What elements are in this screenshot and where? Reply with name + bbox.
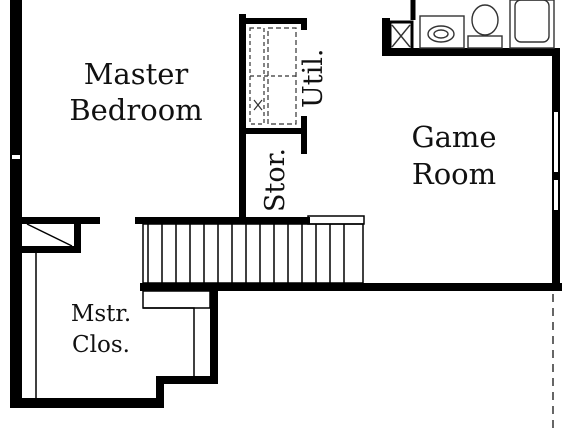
closet-door-jamb <box>74 217 81 253</box>
vanity <box>419 15 465 49</box>
game-room-label-line1: Game <box>411 120 496 154</box>
master-bedroom-label-line1: Master <box>84 57 189 91</box>
storage-label: Stor. <box>260 148 291 212</box>
utility-fixtures <box>249 27 298 125</box>
bathtub-icon <box>509 0 555 49</box>
util-right-wall-top <box>301 18 307 30</box>
game-room-label-line2: Room <box>412 157 496 191</box>
closet-inner-wall <box>22 246 80 253</box>
stair-bottom-wall <box>140 283 562 291</box>
right-window-gap <box>554 180 558 210</box>
master-closet-label-line2: Clos. <box>72 332 130 358</box>
closet-wall-bottom-right <box>156 376 218 384</box>
sink-basin <box>433 29 449 39</box>
bathtub-basin <box>514 0 550 43</box>
closet-wall-right <box>210 284 218 384</box>
closet-wall-top <box>22 217 100 224</box>
bath-bottom-wall <box>382 48 560 56</box>
linen-box <box>388 20 414 52</box>
edge-marks <box>12 112 558 210</box>
light-walls <box>26 215 365 398</box>
bath-left-wall <box>382 18 390 56</box>
util-top-wall <box>239 18 307 24</box>
closet-door-swing <box>26 223 73 247</box>
closet-notch-outline <box>143 307 195 376</box>
util-bottom-wall <box>239 128 307 134</box>
washer-outline <box>267 27 297 125</box>
toilet-tank <box>467 35 503 49</box>
util-left-wall <box>239 14 246 224</box>
master-closet-label-line1: Mstr. <box>71 301 131 327</box>
toilet-icon <box>471 4 499 36</box>
bedroom-stair-wall <box>135 217 310 224</box>
staircase-outline <box>142 223 364 284</box>
linen-box-cross <box>391 24 411 48</box>
sink-icon <box>427 25 455 43</box>
left-window-gap <box>12 155 20 159</box>
bottom-exterior-wall <box>10 398 162 408</box>
utility-cross <box>253 99 263 111</box>
left-exterior-wall <box>10 0 22 408</box>
bath-fixtures <box>388 0 555 52</box>
staircase <box>142 223 364 284</box>
closet-wall-step <box>156 378 164 408</box>
util-right-wall-low <box>301 116 307 154</box>
master-bedroom-label-line2: Bedroom <box>69 93 202 127</box>
right-window-gap <box>554 112 558 172</box>
utility-label: Util. <box>298 49 329 108</box>
